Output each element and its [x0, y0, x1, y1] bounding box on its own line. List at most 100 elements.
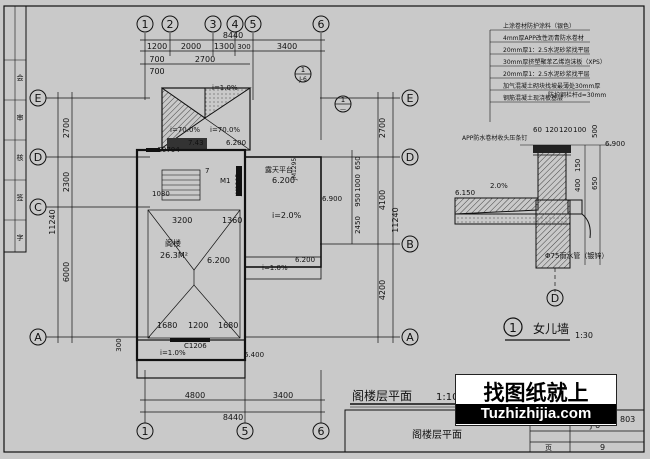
- title-block-name: 阁楼层平面: [412, 428, 462, 441]
- dim-left-total: 11240: [48, 209, 57, 234]
- side-stamp-2: 核: [17, 153, 24, 162]
- label-door-c1206: C1206: [184, 342, 207, 350]
- side-stamp-3: 签: [17, 193, 24, 202]
- dim-mid-1: 3200: [172, 216, 192, 225]
- level-terrace: 6.200: [272, 176, 295, 185]
- axis-left-D: D: [34, 151, 42, 164]
- terrace-wall: [244, 156, 322, 268]
- detail-dim-top-1: 120: [545, 126, 558, 134]
- dim-right-inner-2: 950: [354, 193, 362, 206]
- side-stamp-4: 字: [17, 233, 24, 242]
- dim-mid-0: 1080: [152, 190, 170, 198]
- side-stamp-0: 会: [17, 73, 24, 82]
- label-door-jm1295: JM1295: [235, 174, 242, 197]
- dim-top-seg-2: 1300: [214, 42, 234, 51]
- axis-left-C: C: [34, 201, 42, 214]
- detail-note-0: 上涂卷材防护涂料（银色）: [503, 22, 575, 30]
- dim-mid-2: 1360: [222, 216, 242, 225]
- dim-bottom-seg-0: 4800: [185, 391, 205, 400]
- axis-left-A: A: [34, 331, 42, 344]
- dim-mid-5: 1680: [218, 321, 238, 330]
- axis-top-5: 5: [250, 18, 257, 31]
- detail-drain: Φ75雨水管（镀锌）: [545, 251, 608, 260]
- label-door-c0704: C0704: [157, 146, 180, 154]
- section-marker-top: 1 J-6: [294, 65, 312, 83]
- dim-right-seg-0: 2700: [378, 118, 387, 138]
- dim-left-seg-1: 2300: [62, 172, 71, 192]
- stair-dark: [167, 138, 207, 150]
- detail-note-1: 4mm厚APP改性沥青防水卷材: [503, 34, 584, 42]
- dim-top-seg-0: 1200: [147, 42, 167, 51]
- right-dimensions: [245, 92, 400, 343]
- detail-v-dim-2: 400: [574, 179, 582, 192]
- detail-number-circle: [503, 317, 523, 337]
- dim-top-row3: 700: [149, 67, 164, 76]
- label-room-name: 阁楼: [165, 238, 181, 248]
- detail-note-5: 加气混凝土砌块找坡最薄处30mm厚: [503, 82, 600, 90]
- axis-top-6: 6: [318, 18, 325, 31]
- dim-left-seg-2: 6000: [62, 262, 71, 282]
- stair-level: 6.200: [226, 139, 246, 147]
- slope-70-a: i=70.0%: [170, 126, 200, 134]
- detail-rail: 防护钢栏杆d=30mm: [548, 91, 606, 99]
- label-door-m1: M1: [220, 177, 231, 185]
- level-main: 6.200: [207, 256, 230, 265]
- level-right: 6.900: [322, 195, 342, 203]
- axis-top-2: 2: [167, 18, 174, 31]
- detail-scale: 1:30: [575, 331, 593, 340]
- detail-slope: 2.0%: [490, 182, 508, 190]
- dim-right-inner-0: 650: [354, 156, 362, 169]
- label-terrace: 露天平台: [265, 165, 293, 174]
- section-marker-mid: 1 —: [334, 95, 352, 113]
- axis-top-4: 4: [232, 18, 239, 31]
- axis-left-E: E: [35, 92, 42, 105]
- dim-right-inner-3: 2450: [354, 216, 362, 234]
- detail-dim-top-3: 100: [573, 126, 586, 134]
- side-stamp-1: 审: [17, 113, 24, 122]
- dim-bottom-total: 8440: [223, 413, 243, 422]
- watermark-cn: 找图纸就上: [483, 381, 589, 405]
- plan-title: 阁楼层平面: [352, 388, 412, 403]
- dim-right-seg-1: 4100: [378, 190, 387, 210]
- title-block-code: 803: [620, 415, 635, 424]
- slope-1-b: i=1.0%: [160, 349, 186, 357]
- label-room-area: 26.3M²: [160, 251, 188, 260]
- dim-right-inner-1: 1000: [354, 174, 362, 192]
- detail-note-3: 30mm厚挤塑聚苯乙烯泡沫板（XPS）: [503, 58, 606, 66]
- dim-top-seg-4: 3400: [277, 42, 297, 51]
- left-dimensions: [46, 92, 150, 343]
- parapet-section: [454, 144, 612, 292]
- detail-level-b: 6.150: [455, 189, 475, 197]
- axis-right-E: E: [407, 92, 414, 105]
- dim-top-seg-1: 2000: [181, 42, 201, 51]
- parapet-detail: [489, 29, 590, 122]
- dim-mid-4: 1200: [188, 321, 208, 330]
- detail-number: 1: [509, 321, 517, 335]
- floor-plan: [135, 87, 322, 379]
- slope-1-c: i=1.0%: [212, 84, 238, 92]
- detail-v-dim-3: 650: [591, 177, 599, 190]
- axis-bottom-5: 5: [242, 425, 249, 438]
- section-mid-num: 1: [341, 96, 345, 104]
- bottom-dimensions: [140, 370, 325, 423]
- watermark-en: Tuzhizhijia.com: [456, 404, 616, 424]
- dim-bottom-seg-1: 3400: [273, 391, 293, 400]
- dim-top-seg-3: 300: [237, 43, 250, 51]
- label-door-right: JM1295: [291, 158, 298, 181]
- right-axes: E D B A: [401, 89, 419, 346]
- detail-note-2: 20mm厚1：2.5水泥砂浆找平层: [503, 46, 590, 54]
- detail-app-note: APP防水卷材收头压条钉: [462, 134, 527, 142]
- section-top-num: 1: [301, 66, 305, 74]
- dim-top-row2-1: 2700: [195, 55, 215, 64]
- dim-right-seg-2: 4200: [378, 280, 387, 300]
- dim-mid-3: 1680: [157, 321, 177, 330]
- detail-axis-D: D: [551, 292, 559, 305]
- detail-dim-top-2: 120: [559, 126, 572, 134]
- axis-bottom-1: 1: [142, 425, 149, 438]
- section-mid-ref: —: [340, 106, 346, 113]
- title-block-page: 9: [600, 443, 605, 452]
- label-small-7: 7: [205, 167, 209, 175]
- level-bottom: 6.400: [244, 351, 264, 359]
